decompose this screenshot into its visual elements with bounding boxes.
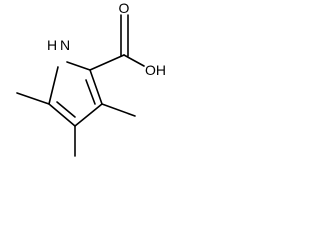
bond-c2-c3: [89, 69, 103, 105]
bond-carboxyl-oh: [123, 54, 145, 67]
bond-c3-c4: [74, 103, 103, 127]
double-bond-c4-c5: [56, 101, 76, 118]
atom-label-o: O: [119, 0, 130, 16]
methyl-bond-c3: [101, 103, 136, 117]
atom-label-oh: OH: [145, 62, 166, 78]
double-bond-c2-c3: [85, 79, 96, 105]
molecule-structure: H N O OH: [16, 0, 166, 157]
bond-c4-c5: [48, 103, 76, 127]
methyl-bond-c5: [16, 92, 50, 105]
bond-c5-n1: [48, 66, 59, 105]
bond-n1-c2: [66, 61, 91, 71]
atom-label-h: H: [47, 37, 57, 53]
atom-label-n: N: [60, 37, 70, 53]
bond-c2-carboxyl: [89, 54, 125, 71]
